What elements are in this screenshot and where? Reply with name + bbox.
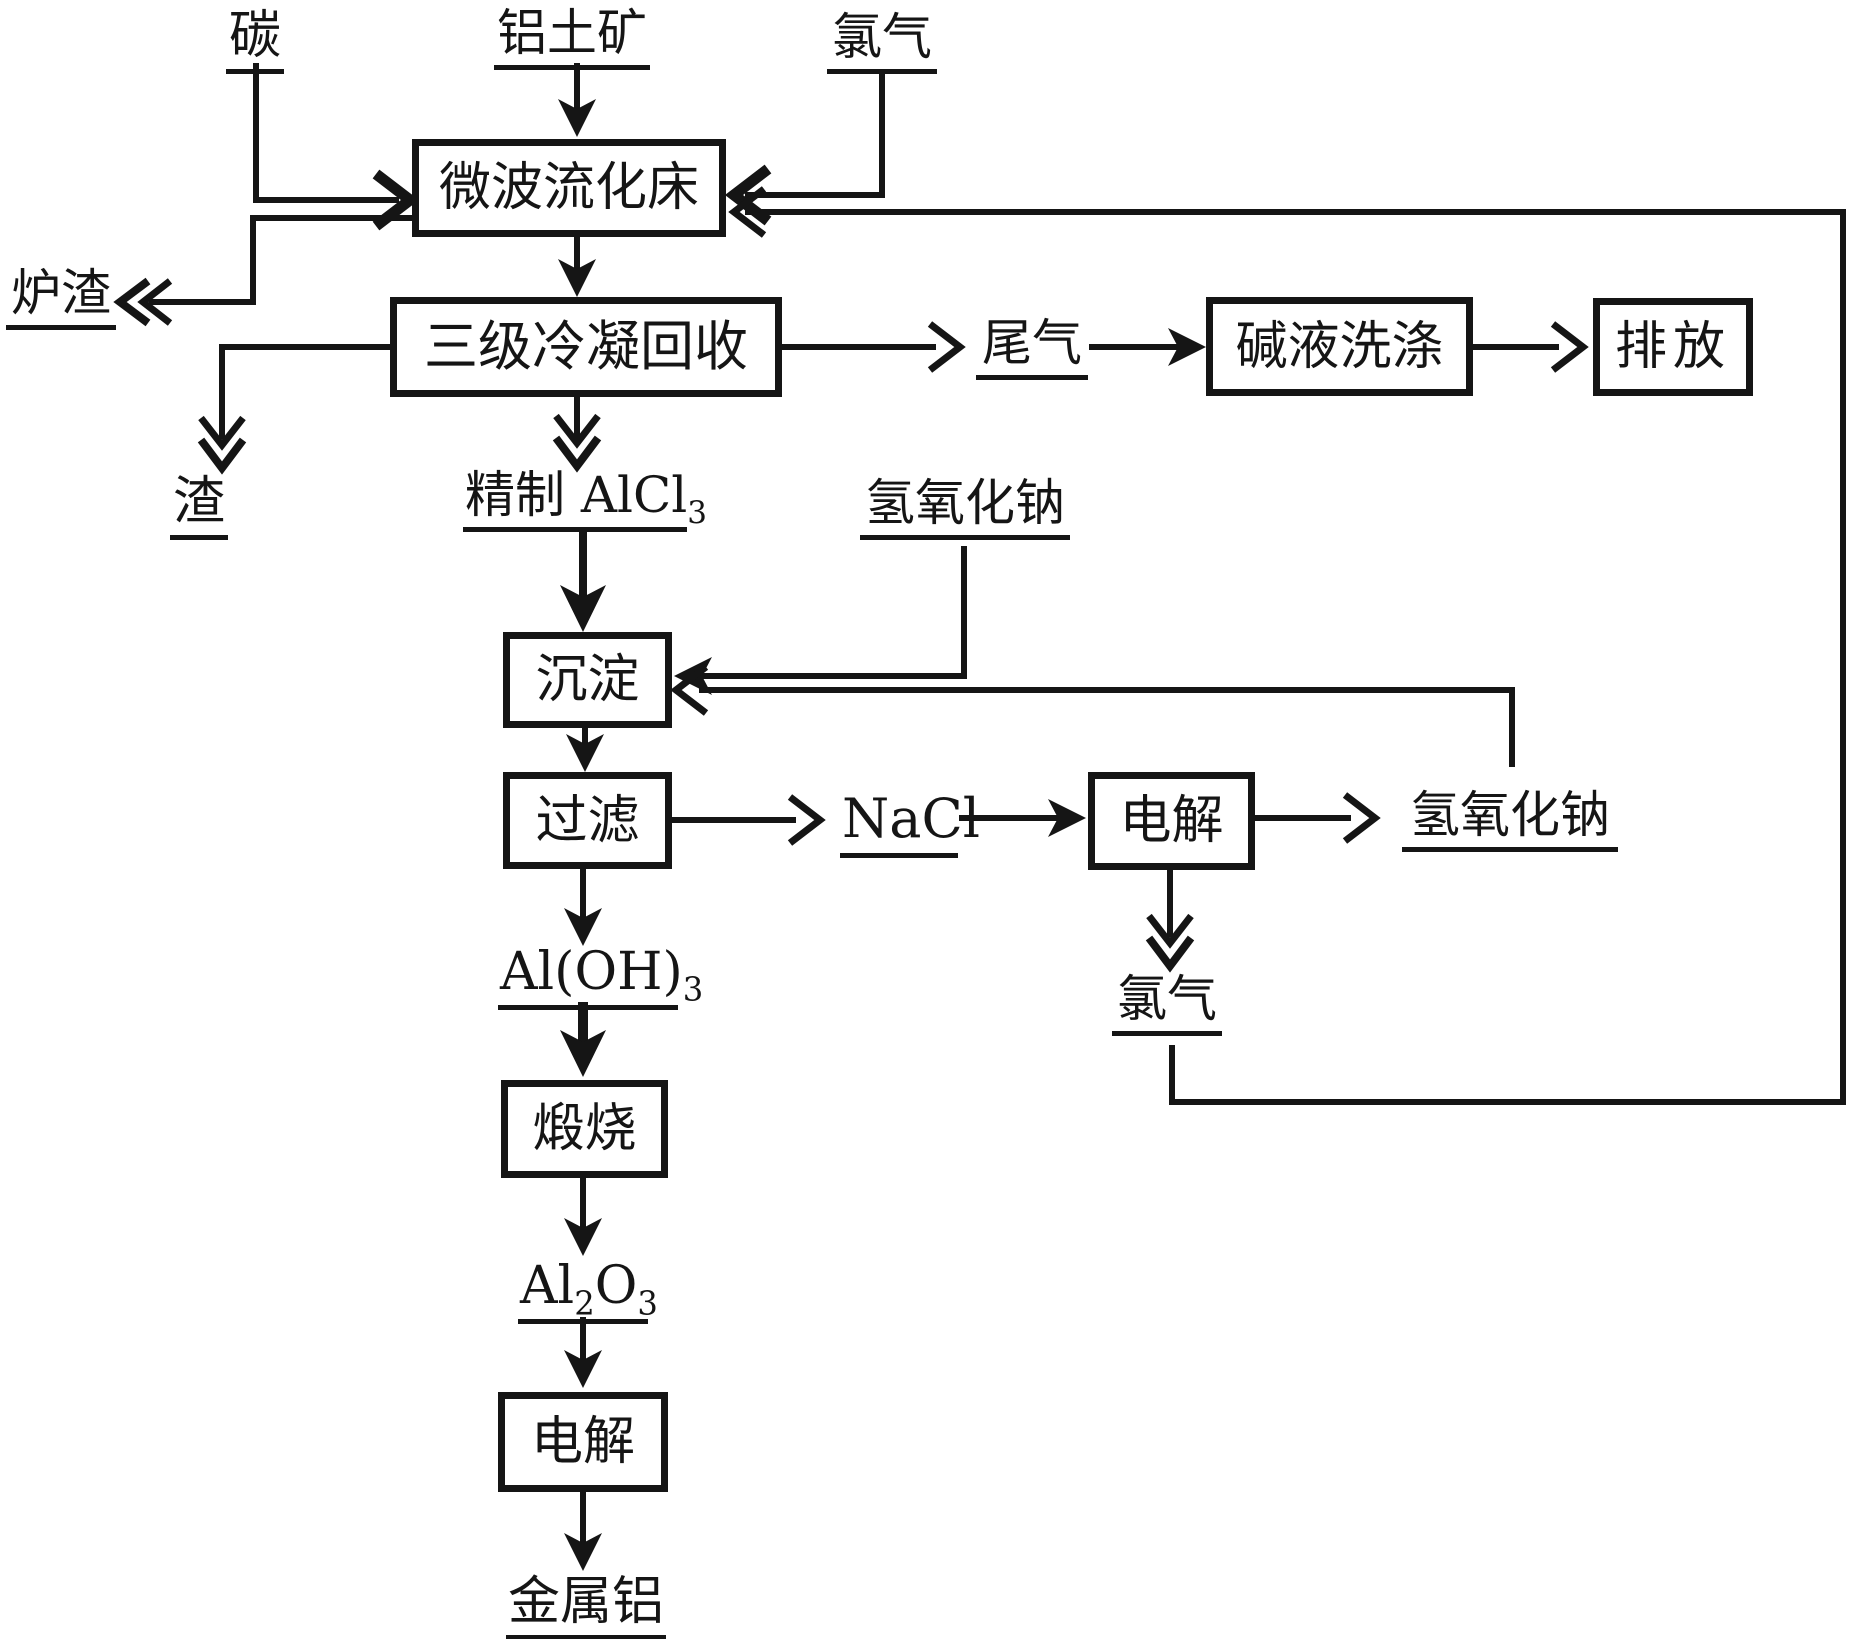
label-metal-aluminum: 金属铝 — [506, 1574, 666, 1639]
box-filtration: 过滤 — [503, 772, 672, 869]
label-refined-alcl3: 精制 AlCl3 — [463, 466, 707, 532]
arrow-aloh3-to-calcination-head — [560, 1030, 606, 1077]
label-text: 氢氧化钠 — [865, 474, 1065, 532]
box-discharge: 排放 — [1593, 298, 1753, 396]
arrow-calcination-to-al2o3-head — [564, 1218, 602, 1256]
box-calcination: 煅烧 — [501, 1080, 668, 1178]
label-naoh-supply: 氢氧化钠 — [860, 476, 1070, 540]
arrow-bauxite-to-bed-head — [558, 99, 596, 137]
label-slag: 渣 — [170, 472, 228, 541]
label-text: Al — [520, 1256, 575, 1316]
arrow-carbon-to-bed — [253, 63, 399, 203]
arrow-electrolysis-to-naoh-head — [1342, 792, 1381, 844]
label-text: O — [594, 1256, 638, 1316]
arrow-bed-to-furnace-slag — [149, 215, 415, 305]
box-three-stage-condensation-recovery: 三级冷凝回收 — [390, 297, 782, 397]
label-al2o3: Al2O3 — [518, 1256, 658, 1325]
label-text: 氯气 — [1117, 970, 1217, 1028]
arrow-condensation-to-tail-gas-head — [927, 321, 966, 373]
label-text: 铝土矿 — [497, 4, 647, 62]
box-precipitation: 沉淀 — [503, 632, 672, 728]
box-electrolysis-alumina: 电解 — [498, 1392, 668, 1492]
arrow-tail-gas-to-alkali-head — [1168, 328, 1206, 366]
label-text: 尾气 — [982, 314, 1082, 372]
label-text: 精制 AlCl — [465, 466, 688, 524]
arrow-electrolysis-to-aluminum-head — [564, 1533, 602, 1571]
box-label: 微波流化床 — [438, 158, 699, 218]
box-label: 过滤 — [535, 790, 640, 851]
arrow-electrolysis-to-chlorine-head2 — [1146, 913, 1194, 949]
box-label: 排放 — [1614, 317, 1731, 377]
box-label: 碱液洗涤 — [1235, 316, 1444, 377]
arrow-naoh-to-precipitation — [683, 546, 967, 679]
box-label: 三级冷凝回收 — [424, 315, 748, 378]
arrow-condensation-to-refined-head2 — [553, 413, 601, 449]
arrow-alkali-to-discharge-head — [1550, 321, 1589, 373]
label-text: 炉渣 — [11, 264, 111, 322]
arrow-bed-to-condensation-head — [558, 259, 596, 297]
arrow-bed-to-furnace-slag-head — [113, 277, 151, 327]
label-text: NaCl — [842, 787, 981, 850]
box-microwave-fluidized-bed: 微波流化床 — [412, 139, 726, 237]
arrow-condensation-to-slag — [219, 344, 393, 439]
label-text: 氯气 — [832, 8, 932, 66]
label-text: 渣 — [172, 472, 225, 532]
label-carbon: 碳 — [226, 6, 284, 75]
arrow-precipitation-to-filtration-head — [566, 734, 604, 772]
arrow-filtration-to-nacl-head — [787, 794, 826, 846]
arrow-naoh-recycle-to-precip — [699, 687, 1515, 767]
arrow-bed-to-furnace-slag-head2 — [137, 278, 173, 326]
arrow-condensation-to-refined-head — [552, 435, 602, 473]
arrow-filtration-to-aloh3-head — [564, 908, 602, 946]
label-chlorine-input: 氯气 — [827, 10, 937, 74]
label-nacl: NaCl — [840, 789, 980, 859]
arrow-condensation-to-slag-head2 — [198, 415, 246, 451]
arrow-chlorine-to-bed — [745, 73, 885, 198]
label-text: 氢氧化钠 — [1410, 786, 1610, 844]
arrow-chlorine-recycle-to-bed-head — [728, 186, 767, 238]
label-naoh-recycle: 氢氧化钠 — [1402, 788, 1618, 852]
label-subscript: 3 — [637, 1284, 658, 1323]
label-tail-gas: 尾气 — [976, 316, 1088, 380]
label-text: 碳 — [228, 6, 281, 66]
arrow-chlorine-recycle-to-bed — [745, 209, 1846, 1105]
label-aloh3: Al(OH)3 — [498, 944, 703, 1011]
arrow-nacl-to-electrolysis-head — [1048, 799, 1086, 837]
label-subscript: 3 — [682, 970, 704, 1009]
box-label: 电解 — [530, 1412, 635, 1472]
box-alkali-washing: 碱液洗涤 — [1206, 297, 1473, 396]
arrow-condensation-to-slag-head — [197, 437, 247, 475]
arrow-refined-to-precipitation-head — [560, 585, 606, 632]
label-chlorine-recycle: 氯气 — [1112, 972, 1222, 1036]
label-subscript: 2 — [574, 1284, 595, 1323]
box-label: 煅烧 — [532, 1099, 637, 1159]
arrow-al2o3-to-electrolysis-head — [564, 1350, 602, 1388]
label-text: Al(OH) — [500, 942, 683, 1002]
arrow-electrolysis-to-chlorine-head — [1145, 935, 1195, 973]
box-label: 沉淀 — [535, 650, 640, 710]
box-label: 电解 — [1119, 791, 1224, 851]
box-electrolysis-nacl: 电解 — [1088, 772, 1255, 870]
label-subscript: 3 — [687, 495, 707, 531]
label-text: 金属铝 — [508, 1572, 665, 1632]
arrow-naoh-recycle-to-precip-head — [670, 664, 709, 716]
label-bauxite: 铝土矿 — [494, 6, 650, 70]
label-furnace-slag: 炉渣 — [6, 266, 116, 330]
